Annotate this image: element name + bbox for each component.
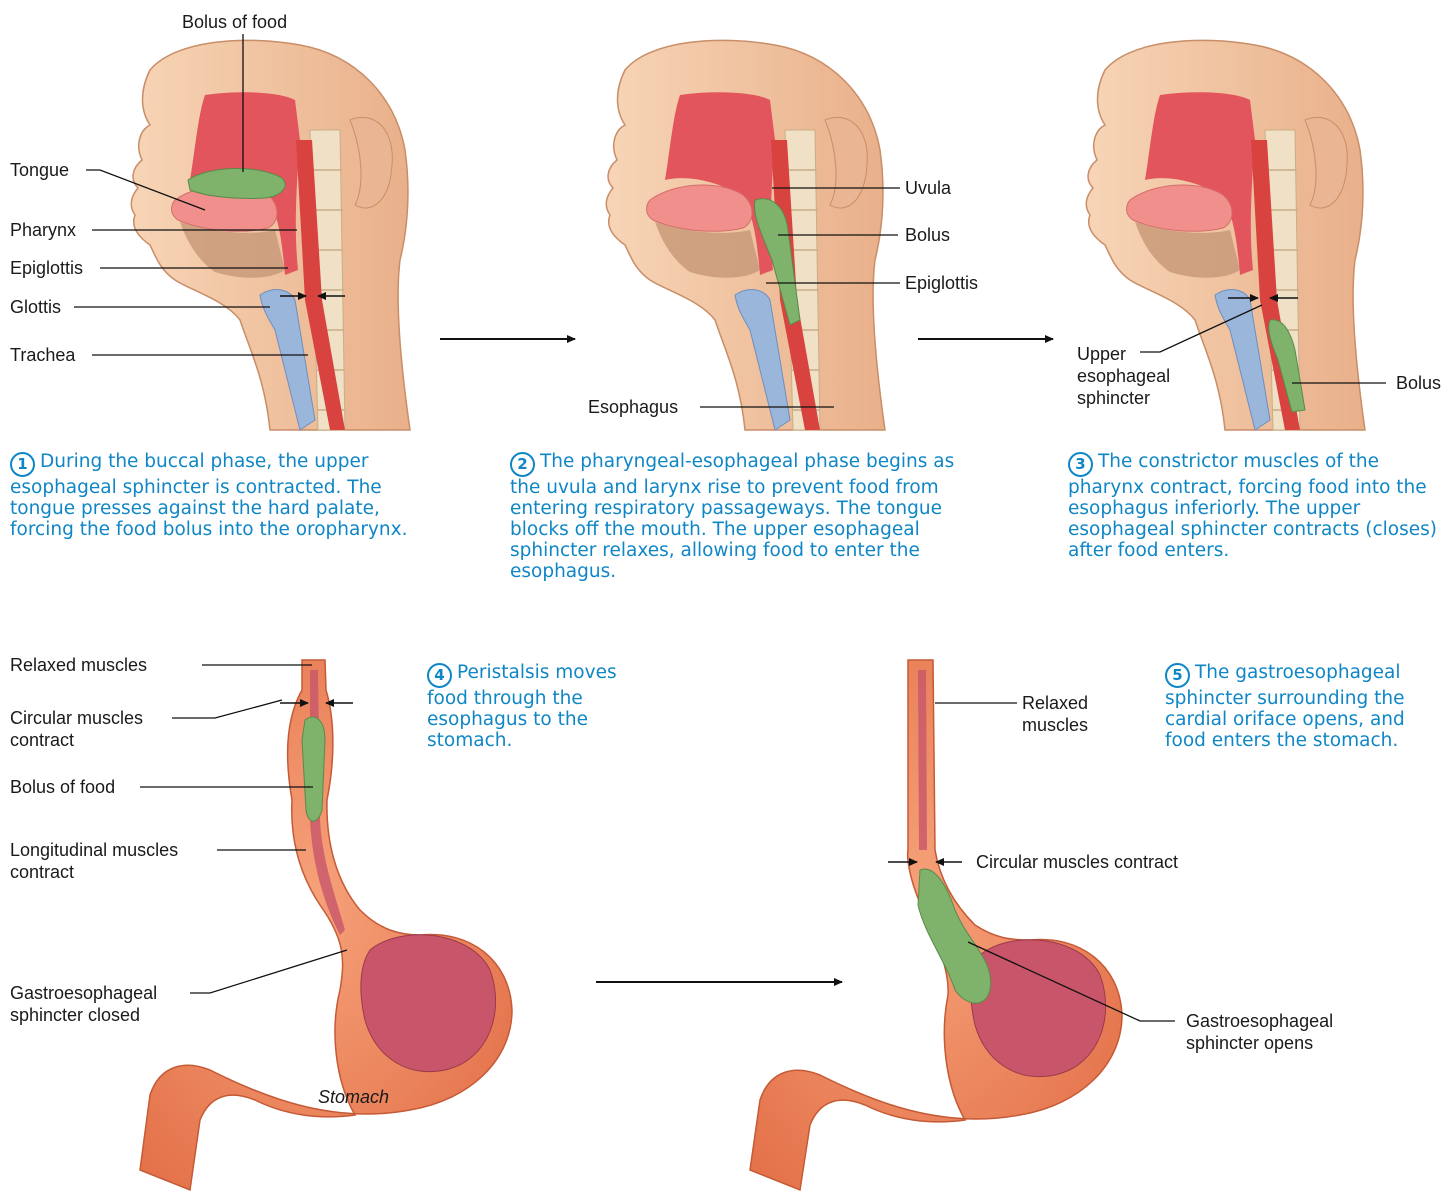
label-pharynx: Pharynx [10, 219, 76, 241]
caption-text-2: The pharyngeal-esophageal phase begins a… [510, 451, 954, 582]
label-epiglottis: Epiglottis [905, 272, 978, 294]
label-circular-muscles-contract: Circular muscles contract [976, 851, 1178, 873]
head-sagittal-section [131, 40, 410, 430]
label-esophagus: Esophagus [588, 396, 678, 418]
label-gastroesophageal-sphincter-closed: Gastroesophageal sphincter closed [10, 982, 157, 1026]
bolus-esophagus-4 [302, 717, 325, 821]
step-number-3: 3 [1068, 452, 1093, 477]
bolus-mouth [188, 168, 285, 198]
label-longitudinal-muscles-contract: Longitudinal muscles contract [10, 839, 178, 883]
esophagus-stomach-5 [750, 660, 1122, 1190]
caption-text-5: The gastroesophageal sphincter surroundi… [1165, 662, 1405, 751]
label-relaxed-muscles: Relaxed muscles [10, 654, 147, 676]
step-number-1: 1 [10, 452, 35, 477]
label-relaxed-muscles: Relaxed muscles [1022, 692, 1088, 736]
label-bolus: Bolus [1396, 372, 1441, 394]
label-bolus-of-food: Bolus of food [10, 776, 115, 798]
label-glottis: Glottis [10, 296, 61, 318]
caption-text-3: The constrictor muscles of the pharynx c… [1068, 451, 1437, 561]
label-tongue: Tongue [10, 159, 69, 181]
step-number-2: 2 [510, 452, 535, 477]
label-circular-muscles-contract: Circular muscles contract [10, 707, 143, 751]
caption-text-4: Peristalsis moves food through the esoph… [427, 662, 617, 751]
label-bolus: Bolus [905, 224, 950, 246]
label-epiglottis: Epiglottis [10, 257, 83, 279]
label-bolus-of-food: Bolus of food [182, 11, 287, 33]
label-gastroesophageal-sphincter-opens: Gastroesophageal sphincter opens [1186, 1010, 1333, 1054]
step-number-4: 4 [427, 663, 452, 688]
caption-text-1: During the buccal phase, the upper esoph… [10, 451, 407, 540]
step-number-5: 5 [1165, 663, 1190, 688]
label-trachea: Trachea [10, 344, 75, 366]
label-upper-esophageal-sphincter: Upper esophageal sphincter [1077, 343, 1170, 409]
label-stomach: Stomach [318, 1086, 389, 1108]
label-uvula: Uvula [905, 177, 951, 199]
